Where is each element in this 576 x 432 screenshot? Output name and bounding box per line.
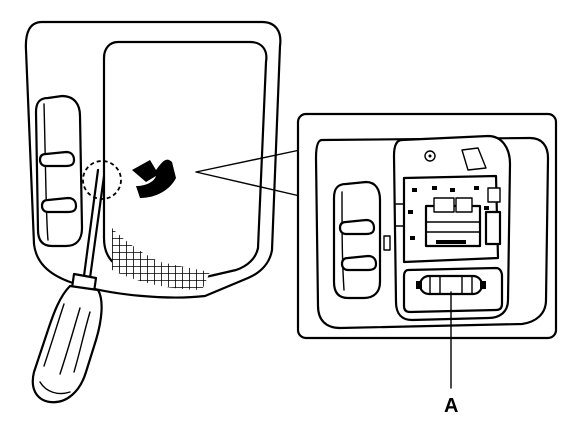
callout-a-label: A xyxy=(444,395,458,417)
switch-button-lower xyxy=(40,196,78,214)
detail-inset xyxy=(296,112,558,340)
screwdriver-handle xyxy=(31,284,103,404)
switch-button-upper xyxy=(38,150,76,168)
switch-bay xyxy=(34,94,84,248)
removal-direction-arrow-icon xyxy=(132,159,176,198)
screwdriver xyxy=(31,168,106,404)
inset-switch-bay xyxy=(332,180,382,300)
console-assembly xyxy=(24,20,301,299)
callout-a: A xyxy=(444,291,458,417)
callout-pointer xyxy=(195,149,301,197)
pry-point-marker xyxy=(82,160,122,200)
